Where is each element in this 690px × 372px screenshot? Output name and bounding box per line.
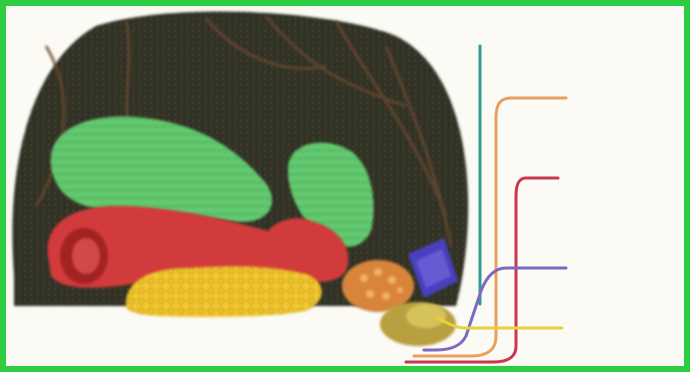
yellow-coiled-structure [126, 266, 322, 317]
diagram-canvas [6, 6, 690, 372]
leader-line-yellow [438, 318, 562, 328]
